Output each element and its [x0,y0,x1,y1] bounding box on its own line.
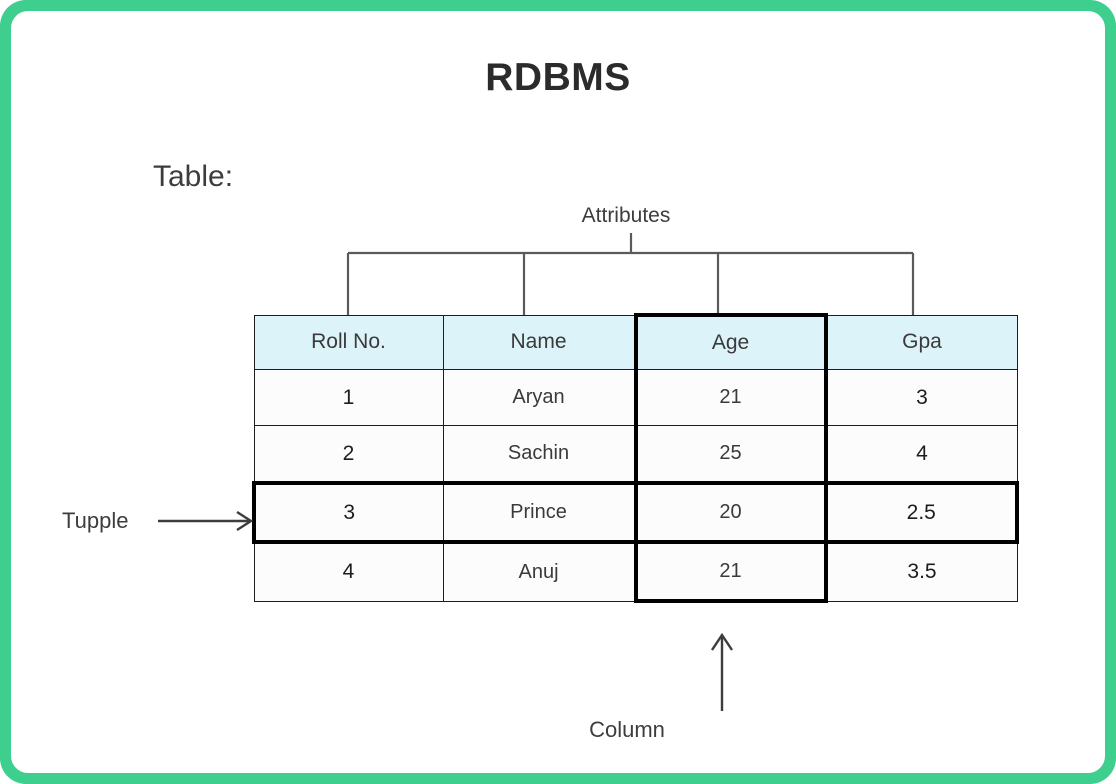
table-row-highlighted-tupple: 3 Prince 20 2.5 [252,481,1019,544]
cell-gpa: 3.5 [825,541,1018,602]
cell-name: Aryan [442,369,636,426]
attributes-annotation-text: Attributes [581,204,671,227]
column-arrow-icon [711,632,733,711]
column-header-age[interactable]: Age [633,313,828,370]
column-header-gpa[interactable]: Gpa [825,314,1018,370]
cell-gpa: 4 [825,425,1018,484]
tupple-arrow-icon [158,510,254,532]
cell-roll-no: 3 [252,481,444,544]
cell-age: 20 [633,481,828,544]
cell-gpa: 3 [825,369,1018,426]
cell-name: Anuj [442,541,636,602]
table-row: 1 Aryan 21 3 [253,369,1018,426]
table-header-row: Roll No. Name Age Gpa [253,313,1018,370]
cell-roll-no: 1 [253,369,444,426]
table-row: 4 Anuj 21 3.5 [253,541,1018,603]
cell-age: 21 [633,541,828,603]
column-header-roll-no[interactable]: Roll No. [253,314,444,370]
cell-name: Prince [442,481,636,544]
cell-age: 21 [633,369,828,426]
column-annotation-text: Column [589,717,665,742]
attributes-annotation-label: Attributes [11,204,1105,228]
table-caption-label: Table: [153,160,234,193]
column-annotation-label: Column [11,717,1105,743]
table-row: 2 Sachin 25 4 [253,425,1018,484]
cell-name: Sachin [442,425,636,484]
cell-roll-no: 2 [253,425,444,484]
rdbms-data-table: Roll No. Name Age Gpa 1 Aryan 21 3 2 Sac… [252,313,1019,603]
cell-gpa: 2.5 [825,481,1019,544]
cell-roll-no: 4 [253,541,444,602]
cell-age: 25 [633,425,828,484]
tupple-annotation-label: Tupple [62,508,129,533]
content-canvas: RDBMS Table: Attributes Roll No. Name Ag… [11,11,1105,773]
page-title: RDBMS [485,56,631,99]
column-header-name[interactable]: Name [442,314,636,370]
